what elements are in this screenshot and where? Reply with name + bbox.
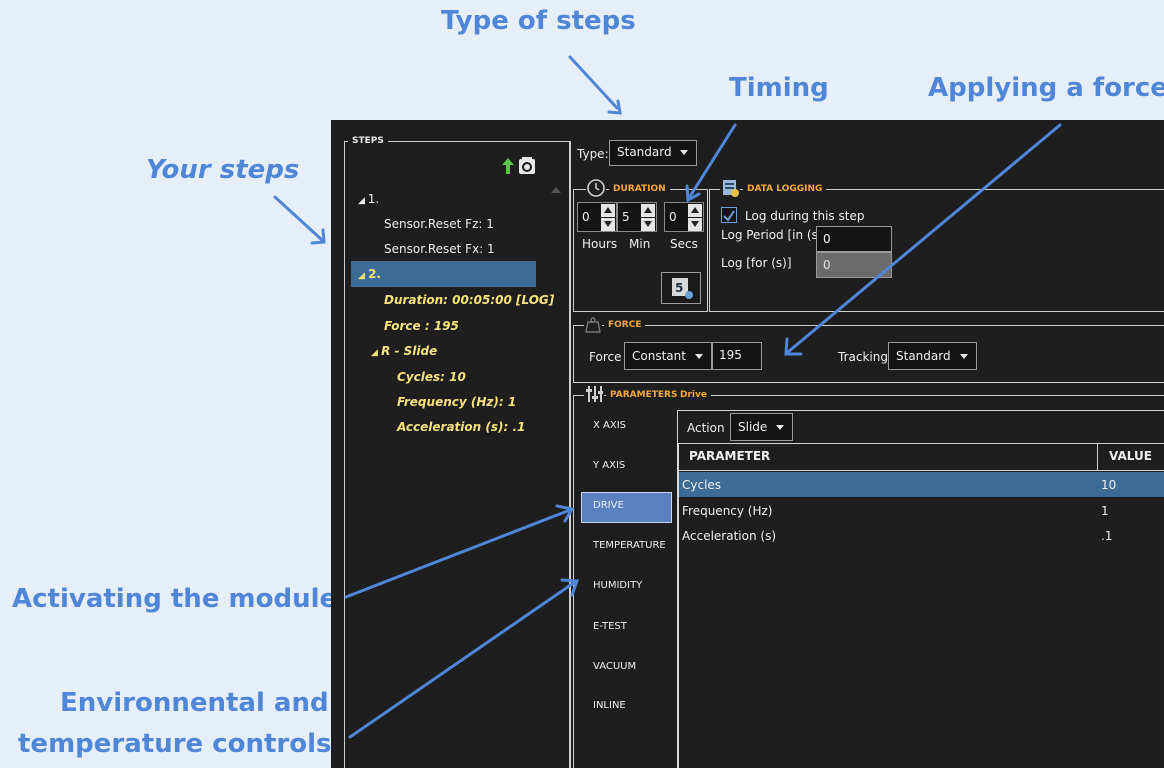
scroll-up-icon[interactable] [551, 187, 561, 193]
parameters-subtitle: Drive [677, 389, 711, 401]
parameter-grid: PARAMETER VALUE Cycles 10 Frequency (Hz)… [677, 443, 1164, 768]
log-during-step-checkbox[interactable] [721, 207, 737, 223]
annotation-type-of-steps: Type of steps [441, 6, 636, 36]
action-bar [677, 410, 1164, 444]
action-label: Action [687, 421, 725, 435]
tree-item[interactable]: Duration: 00:05:00 [LOG] [384, 293, 555, 307]
chevron-down-icon[interactable] [680, 150, 688, 155]
tree-item[interactable]: Acceleration (s): .1 [397, 420, 526, 434]
tab-drive[interactable] [581, 492, 672, 523]
duration-title: DURATION [609, 183, 670, 195]
secs-label: Secs [670, 237, 698, 251]
chevron-down-icon[interactable] [960, 354, 968, 359]
tab-drive-label: DRIVE [593, 500, 624, 511]
calculator-icon: 5 [672, 278, 693, 299]
annotation-activating-module: Activating the module [12, 584, 338, 614]
grid-column-separator [1097, 443, 1098, 470]
hours-label: Hours [582, 237, 618, 251]
tree-item[interactable]: Sensor.Reset Fz: 1 [384, 217, 494, 231]
tree-item[interactable]: Sensor.Reset Fx: 1 [384, 242, 495, 256]
table-row-name[interactable]: Acceleration (s) [682, 529, 776, 543]
column-header-value[interactable]: VALUE [1109, 449, 1152, 463]
tree-item[interactable]: Frequency (Hz): 1 [397, 395, 517, 409]
steps-panel-title: STEPS [348, 135, 388, 147]
expand-triangle-icon[interactable]: ◢ [358, 196, 368, 206]
force-title: FORCE [604, 319, 646, 331]
force-label: Force [589, 350, 622, 364]
tab-y-axis[interactable]: Y AXIS [593, 460, 626, 471]
log-during-step-label: Log during this step [745, 209, 865, 223]
action-combo[interactable]: Slide [730, 413, 793, 441]
decrement-icon[interactable] [601, 218, 615, 231]
tree-item-slide[interactable]: ◢ R - Slide [371, 344, 438, 358]
tab-x-axis[interactable]: X AXIS [593, 420, 627, 431]
calculator-button[interactable]: 5 [661, 272, 701, 304]
min-label: Min [629, 237, 651, 251]
force-mode-combo[interactable]: Constant [624, 342, 712, 370]
checkmark-icon [723, 210, 735, 222]
type-combo[interactable]: Standard [609, 140, 697, 166]
parameters-title: PARAMETERS- [606, 389, 682, 401]
increment-icon[interactable] [688, 204, 702, 217]
annotation-env-controls-line1: Environnental and [60, 688, 329, 718]
data-logging-icon [720, 178, 740, 198]
hours-stepper[interactable]: 0 [577, 202, 617, 232]
expand-triangle-icon[interactable]: ◢ [371, 348, 382, 358]
log-period-input[interactable]: 0 [816, 226, 892, 252]
tree-item[interactable]: Cycles: 10 [397, 370, 466, 384]
minutes-stepper[interactable]: 5 [617, 202, 657, 232]
decrement-icon[interactable] [688, 218, 702, 231]
svg-text:5: 5 [675, 281, 683, 295]
move-up-icon[interactable] [502, 158, 514, 174]
weight-icon [584, 316, 602, 334]
type-label: Type: [577, 147, 609, 161]
annotation-applying-force: Applying a force [928, 73, 1164, 103]
application-window: STEPS ◢ 1. Sensor.Reset Fz: 1 Sensor.Res… [331, 120, 1164, 768]
data-logging-group [709, 189, 1164, 312]
chevron-down-icon[interactable] [776, 425, 784, 430]
steps-panel [344, 141, 571, 768]
table-row-value[interactable]: .1 [1101, 529, 1113, 543]
annotation-timing: Timing [729, 73, 829, 103]
tree-item[interactable]: Force : 195 [384, 319, 459, 333]
annotation-your-steps: Your steps [146, 155, 300, 185]
log-period-label: Log Period [in (s)] [721, 228, 828, 242]
expand-triangle-icon[interactable]: ◢ [358, 271, 369, 281]
annotation-env-controls-line2: temperature controls [18, 729, 332, 759]
arrow-your-steps [273, 195, 324, 242]
table-row-value[interactable]: 1 [1101, 504, 1109, 518]
tab-inline[interactable]: INLINE [593, 700, 626, 711]
tab-humidity[interactable]: HUMIDITY [593, 580, 643, 591]
log-for-input[interactable]: 0 [816, 252, 892, 278]
sliders-icon [584, 384, 604, 404]
grid-header [679, 443, 1164, 471]
increment-icon[interactable] [641, 204, 655, 217]
column-header-parameter[interactable]: PARAMETER [689, 449, 771, 463]
force-value-input[interactable]: 195 [712, 342, 762, 370]
table-row-selected-highlight [679, 472, 1164, 497]
tracking-combo[interactable]: Standard [888, 342, 977, 370]
table-row-name[interactable]: Frequency (Hz) [682, 504, 773, 518]
table-row-name[interactable]: Cycles [682, 478, 722, 492]
clock-icon [586, 178, 606, 198]
log-for-label: Log [for (s)] [721, 256, 792, 270]
seconds-stepper[interactable]: 0 [664, 202, 704, 232]
tab-e-test[interactable]: E-TEST [593, 621, 627, 632]
decrement-icon[interactable] [641, 218, 655, 231]
tree-item-step-1[interactable]: ◢ 1. [358, 192, 380, 206]
data-logging-title: DATA LOGGING [743, 183, 827, 195]
scale-icon[interactable] [517, 156, 537, 176]
tab-vacuum[interactable]: VACUUM [593, 661, 637, 672]
tracking-label: Tracking [838, 350, 888, 364]
selected-step-highlight [351, 261, 536, 287]
arrow-type-of-steps [568, 55, 619, 110]
tab-temperature[interactable]: TEMPERATURE [593, 540, 666, 551]
table-row-value[interactable]: 10 [1101, 478, 1117, 492]
increment-icon[interactable] [601, 204, 615, 217]
chevron-down-icon[interactable] [695, 354, 703, 359]
panel-divider [569, 141, 571, 768]
tree-item-step-2[interactable]: ◢ 2. [358, 267, 381, 281]
